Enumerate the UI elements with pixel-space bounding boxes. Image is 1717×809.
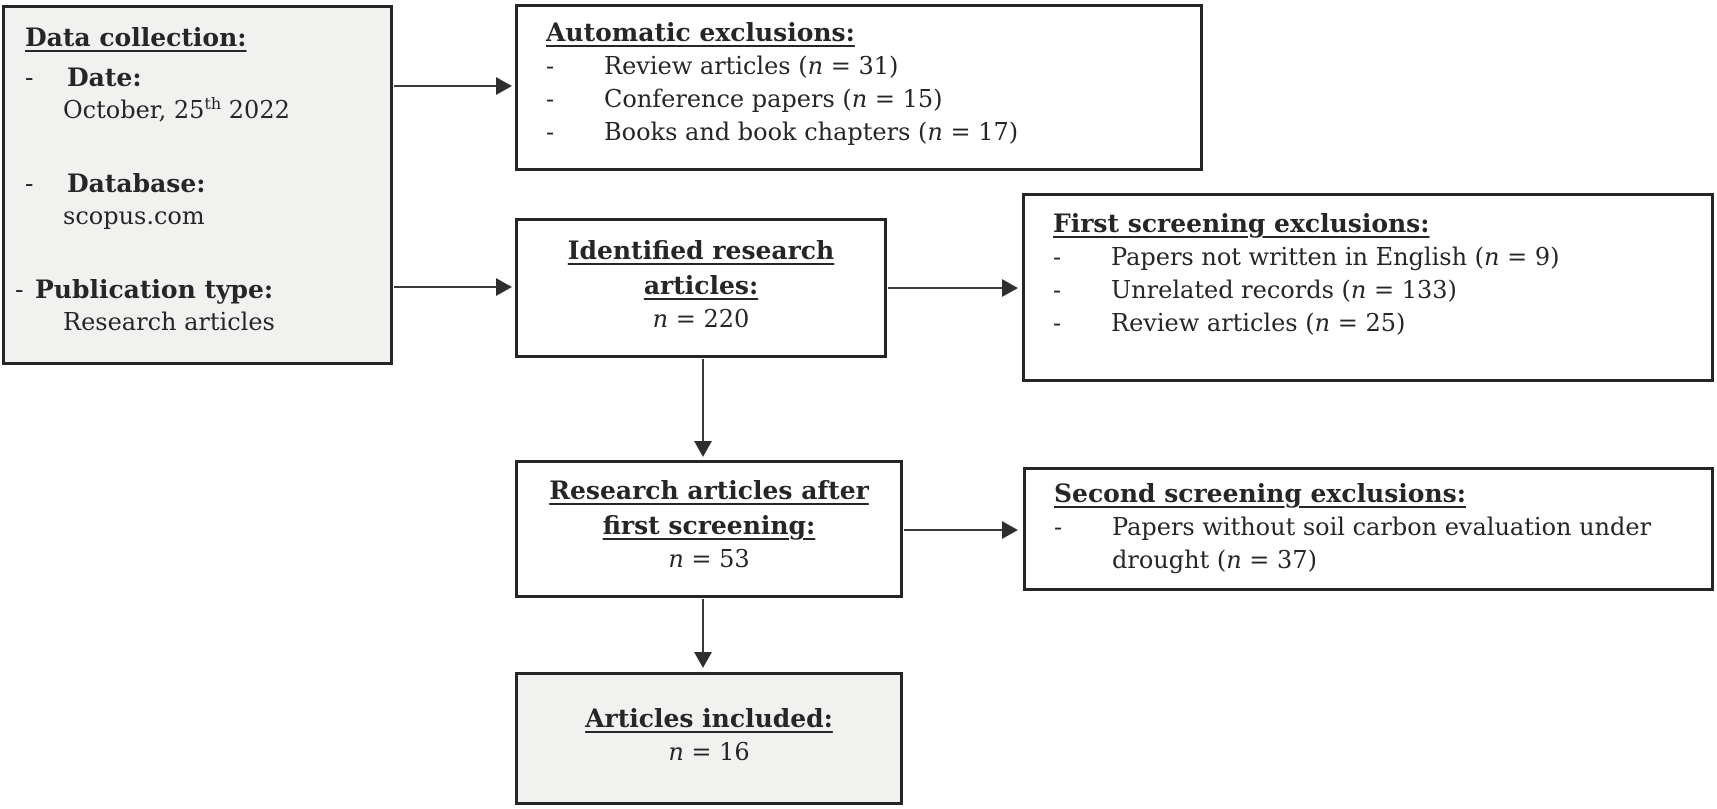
automatic-exclusions-content: Automatic exclusions: - Review articles … (518, 7, 1200, 149)
date-value-superscript: th (204, 94, 222, 113)
date-value: October, 25th 2022 (63, 94, 384, 127)
count-value: = 16 (683, 738, 750, 766)
data-collection-title: Data collection: (25, 23, 247, 52)
item-text-post: = 133) (1366, 276, 1457, 304)
item-text-post: = 9) (1499, 243, 1560, 271)
arrow-line (702, 599, 704, 654)
exclusion-item: - Unrelated records (n = 133) (1053, 274, 1703, 307)
exclusion-item: - Books and book chapters (n = 17) (546, 116, 1192, 149)
arrow-line (394, 286, 498, 288)
arrow-head (694, 652, 712, 668)
item-text-pre: Review articles ( (1111, 309, 1315, 337)
arrow-line (394, 85, 498, 87)
arrow-head (1002, 521, 1018, 539)
n-variable: n (1484, 243, 1500, 271)
publication-type-value: Research articles (63, 308, 275, 336)
publication-type-label: Publication type: (35, 275, 274, 304)
after-first-screening-count: n = 53 (518, 543, 900, 576)
second-screening-title: Second screening exclusions: (1054, 479, 1466, 508)
item-text-pre: Papers not written in English ( (1111, 243, 1485, 271)
bullet-dash: - (25, 63, 34, 92)
exclusion-item-text: Books and book chapters (n = 17) (604, 116, 1192, 149)
n-variable: n (851, 85, 868, 113)
item-text-post: = 25) (1330, 309, 1406, 337)
bullet-dash: - (1053, 276, 1062, 304)
exclusion-item-text: Papers without soil carbon evaluation un… (1112, 511, 1703, 577)
database-label: Database: (67, 169, 206, 198)
automatic-exclusions-box: Automatic exclusions: - Review articles … (515, 4, 1203, 171)
n-variable: n (668, 738, 684, 766)
first-screening-title: First screening exclusions: (1053, 209, 1430, 238)
identified-articles-title-line2: articles: (643, 271, 759, 300)
bullet-dash: - (1053, 243, 1062, 271)
n-variable: n (668, 545, 684, 573)
date-value-pre: October, 25 (63, 96, 205, 124)
item-text-pre: Unrelated records ( (1111, 276, 1351, 304)
n-variable: n (927, 118, 943, 146)
date-label: Date: (67, 63, 142, 92)
item-text-post: = 15) (867, 85, 943, 113)
identified-articles-count: n = 220 (518, 303, 884, 336)
first-screening-content: First screening exclusions: - Papers not… (1025, 196, 1711, 340)
exclusion-item-text: Review articles (n = 25) (1111, 307, 1703, 340)
item-text-post: = 31) (823, 52, 899, 80)
after-first-screening-title-line2: first screening: (602, 511, 816, 540)
arrow-line (904, 529, 1004, 531)
exclusion-item-text: Papers not written in English (n = 9) (1111, 241, 1703, 274)
item-text-pre: Conference papers ( (604, 85, 852, 113)
n-variable: n (1226, 546, 1242, 574)
data-collection-item-date: - Date: (25, 61, 384, 94)
arrow-line (702, 359, 704, 443)
count-value: = 53 (683, 545, 750, 573)
bullet-dash: - (546, 118, 555, 146)
exclusion-item-text: Conference papers (n = 15) (604, 83, 1192, 116)
bullet-dash: - (1053, 309, 1062, 337)
item-text-pre: Papers without soil carbon evaluation un… (1112, 513, 1652, 574)
exclusion-item: - Papers without soil carbon evaluation … (1054, 511, 1703, 577)
articles-included-title: Articles included: (585, 704, 833, 733)
arrow-head (496, 77, 512, 95)
articles-included-box: Articles included: n = 16 (515, 672, 903, 805)
n-variable: n (652, 305, 669, 333)
after-first-screening-box: Research articles after first screening:… (515, 460, 903, 598)
exclusion-item-text: Unrelated records (n = 133) (1111, 274, 1703, 307)
n-variable: n (1314, 309, 1331, 337)
bullet-dash: - (1054, 513, 1063, 541)
bullet-dash: - (25, 169, 34, 198)
identified-articles-title-line1: Identified research (567, 236, 835, 265)
bullet-dash: - (546, 52, 555, 80)
item-text-post: = 17) (942, 118, 1019, 146)
exclusion-item: - Review articles (n = 31) (546, 50, 1192, 83)
data-collection-content: Data collection: - Date: October, 25th 2… (5, 8, 390, 339)
item-text-pre: Review articles ( (604, 52, 808, 80)
exclusion-item: - Conference papers (n = 15) (546, 83, 1192, 116)
date-value-post: 2022 (221, 96, 290, 124)
data-collection-item-database: - Database: (25, 167, 384, 200)
n-variable: n (1350, 276, 1367, 304)
arrow-head (496, 278, 512, 296)
articles-included-count: n = 16 (518, 736, 900, 769)
first-screening-exclusions-box: First screening exclusions: - Papers not… (1022, 193, 1714, 382)
item-text-pre: Books and book chapters ( (604, 118, 928, 146)
exclusion-item: - Review articles (n = 25) (1053, 307, 1703, 340)
identified-articles-box: Identified research articles: n = 220 (515, 218, 887, 358)
data-collection-item-publication-type: - Publication type: (15, 273, 384, 306)
data-collection-box: Data collection: - Date: October, 25th 2… (2, 5, 393, 365)
after-first-screening-title-line1: Research articles after (549, 476, 869, 505)
exclusion-item-text: Review articles (n = 31) (604, 50, 1192, 83)
database-value: scopus.com (63, 202, 205, 230)
bullet-dash: - (546, 85, 555, 113)
second-screening-exclusions-box: Second screening exclusions: - Papers wi… (1023, 467, 1714, 591)
exclusion-item: - Papers not written in English (n = 9) (1053, 241, 1703, 274)
n-variable: n (807, 52, 824, 80)
arrow-head (694, 441, 712, 457)
automatic-exclusions-title: Automatic exclusions: (546, 18, 855, 47)
arrow-line (888, 287, 1004, 289)
arrow-head (1002, 279, 1018, 297)
second-screening-content: Second screening exclusions: - Papers wi… (1026, 470, 1711, 577)
count-value: = 220 (668, 305, 750, 333)
bullet-dash: - (15, 275, 24, 304)
item-text-post: = 37) (1241, 546, 1317, 574)
